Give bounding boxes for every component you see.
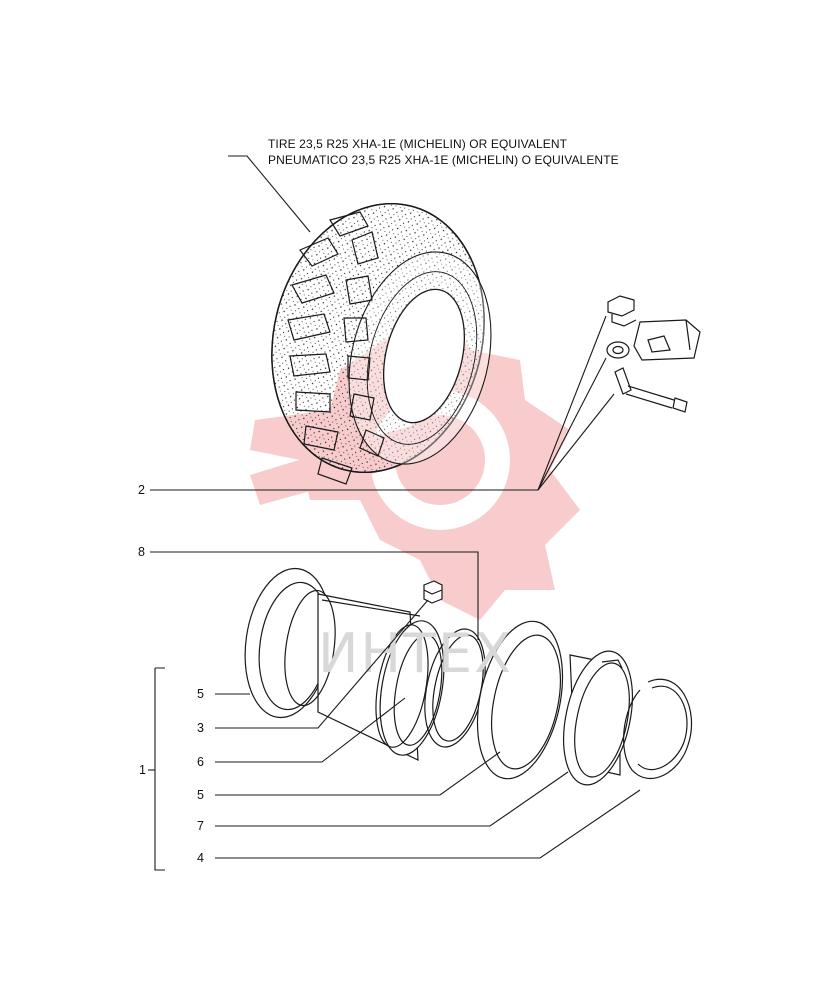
callout-8: 8 bbox=[138, 545, 145, 559]
callout-2: 2 bbox=[138, 483, 145, 497]
tire bbox=[271, 202, 492, 485]
rim-assembly bbox=[244, 567, 693, 786]
callout-4: 4 bbox=[197, 851, 204, 865]
callout-3: 3 bbox=[197, 721, 204, 735]
callout-1: 1 bbox=[139, 763, 146, 777]
callout-6: 6 bbox=[197, 755, 204, 769]
callout-7: 7 bbox=[197, 819, 204, 833]
callout-5-front: 5 bbox=[197, 687, 204, 701]
caption-line-2: PNEUMATICO 23,5 R25 XHA-1E (MICHELIN) O … bbox=[268, 153, 619, 167]
watermark-text: ИНТЕХ bbox=[318, 622, 513, 685]
valve-assembly bbox=[606, 295, 701, 413]
callout-5-rear: 5 bbox=[197, 788, 204, 802]
leader-lines bbox=[148, 155, 641, 871]
caption-line-1: TIRE 23,5 R25 XHA-1E (MICHELIN) OR EQUIV… bbox=[268, 137, 568, 151]
